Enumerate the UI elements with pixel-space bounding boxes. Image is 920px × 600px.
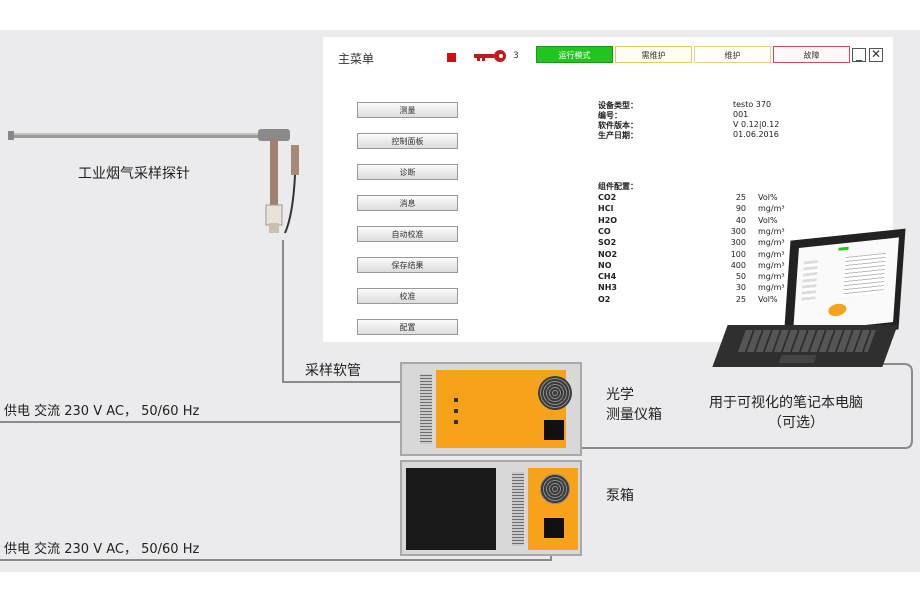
component-name: CH4 (598, 272, 617, 282)
component-unit: Vol% (758, 215, 778, 225)
component-name: H2O (598, 215, 618, 225)
component-name: O2 (598, 294, 611, 304)
component-name: CO2 (598, 193, 617, 202)
component-name: SO2 (598, 238, 617, 248)
laptop-keyboard (712, 325, 898, 367)
menu-save-results-button[interactable]: 保存结果 (357, 257, 458, 273)
pump-box-image (400, 460, 582, 556)
menu-diagnostics-button[interactable]: 诊断 (357, 164, 458, 180)
menu-configuration-button[interactable]: 配置 (357, 319, 458, 335)
component-name: NH3 (598, 283, 617, 293)
component-unit: mg/m³ (758, 226, 785, 236)
minimize-button[interactable]: _ (852, 48, 866, 62)
component-value: 25 (735, 294, 746, 304)
component-value: 30 (735, 283, 746, 293)
power-supply-label-1: 供电 交流 230 V AC， 50/60 Hz (4, 404, 200, 419)
component-unit: mg/m³ (758, 272, 785, 282)
optical-box-fan (538, 376, 572, 410)
hose-label: 采样软管 (305, 363, 361, 379)
menu-control-panel-button[interactable]: 控制面板 (357, 133, 458, 149)
component-name: NO2 (598, 249, 618, 259)
info-label-software-version: 软件版本： (598, 121, 638, 130)
component-value: 400 (730, 260, 746, 270)
pump-box-fan (540, 474, 570, 504)
sampling-probe-image (8, 129, 299, 234)
power-supply-label-2: 供电 交流 230 V AC， 50/60 Hz (4, 542, 200, 557)
component-unit: mg/m³ (758, 260, 785, 270)
key-icon (474, 50, 506, 62)
mode-fault-button[interactable]: 故障 (773, 46, 850, 63)
menu-calibration-button[interactable]: 校准 (357, 288, 458, 304)
component-value: 25 (735, 193, 746, 202)
pump-box-power-socket (544, 518, 564, 538)
info-label-production-date: 生产日期： (598, 131, 638, 140)
component-name: NO (598, 260, 612, 270)
close-button[interactable]: ✕ (869, 47, 883, 62)
component-unit: mg/m³ (758, 238, 785, 248)
optical-box-label-line2: 测量仪箱 (606, 407, 662, 423)
component-unit: Vol% (758, 294, 778, 304)
pump-box-label: 泵箱 (606, 488, 634, 504)
component-value: 100 (730, 249, 746, 259)
menu-auto-calibration-button[interactable]: 自动校准 (357, 226, 458, 242)
component-unit: Vol% (758, 193, 778, 202)
laptop-display (793, 237, 899, 333)
component-unit: mg/m³ (758, 204, 785, 214)
component-value: 90 (735, 204, 746, 214)
info-value-software-version: V 0.12|0.12 (733, 120, 780, 129)
stop-indicator (447, 53, 456, 62)
mode-maintenance-button[interactable]: 维护 (694, 46, 771, 63)
components-title: 组件配置： (598, 182, 638, 191)
optical-box-vent (420, 374, 432, 444)
info-value-serial: 001 (733, 110, 749, 119)
info-label-serial: 编号： (598, 111, 622, 120)
info-value-device-type: testo 370 (733, 100, 772, 109)
optical-measurement-box-image (400, 362, 582, 456)
info-value-production-date: 01.06.2016 (733, 130, 779, 139)
component-value: 50 (735, 272, 746, 282)
mode-run-button[interactable]: 运行模式 (536, 46, 613, 63)
menu-measure-button[interactable]: 测量 (357, 102, 458, 118)
key-count: 3 (513, 51, 519, 61)
component-unit: mg/m³ (758, 283, 785, 293)
optical-box-power-socket (544, 420, 564, 440)
laptop-label-line2: （可选） (768, 415, 824, 431)
info-label-device-type: 设备类型： (598, 101, 638, 110)
component-value: 300 (730, 238, 746, 248)
component-name: CO (598, 226, 611, 236)
component-name: HCl (598, 204, 614, 214)
pump-box-vent (512, 472, 524, 546)
laptop-label-line1: 用于可视化的笔记本电脑 (709, 395, 863, 411)
mode-needs-maintenance-button[interactable]: 需维护 (615, 46, 692, 63)
optical-box-label-line1: 光学 (606, 387, 634, 403)
pump-box-window (406, 468, 496, 550)
window-title: 主菜单 (338, 52, 375, 66)
probe-label: 工业烟气采样探针 (78, 166, 190, 182)
menu-messages-button[interactable]: 消息 (357, 195, 458, 211)
component-value: 40 (735, 215, 746, 225)
component-value: 300 (730, 226, 746, 236)
component-unit: mg/m³ (758, 249, 785, 259)
